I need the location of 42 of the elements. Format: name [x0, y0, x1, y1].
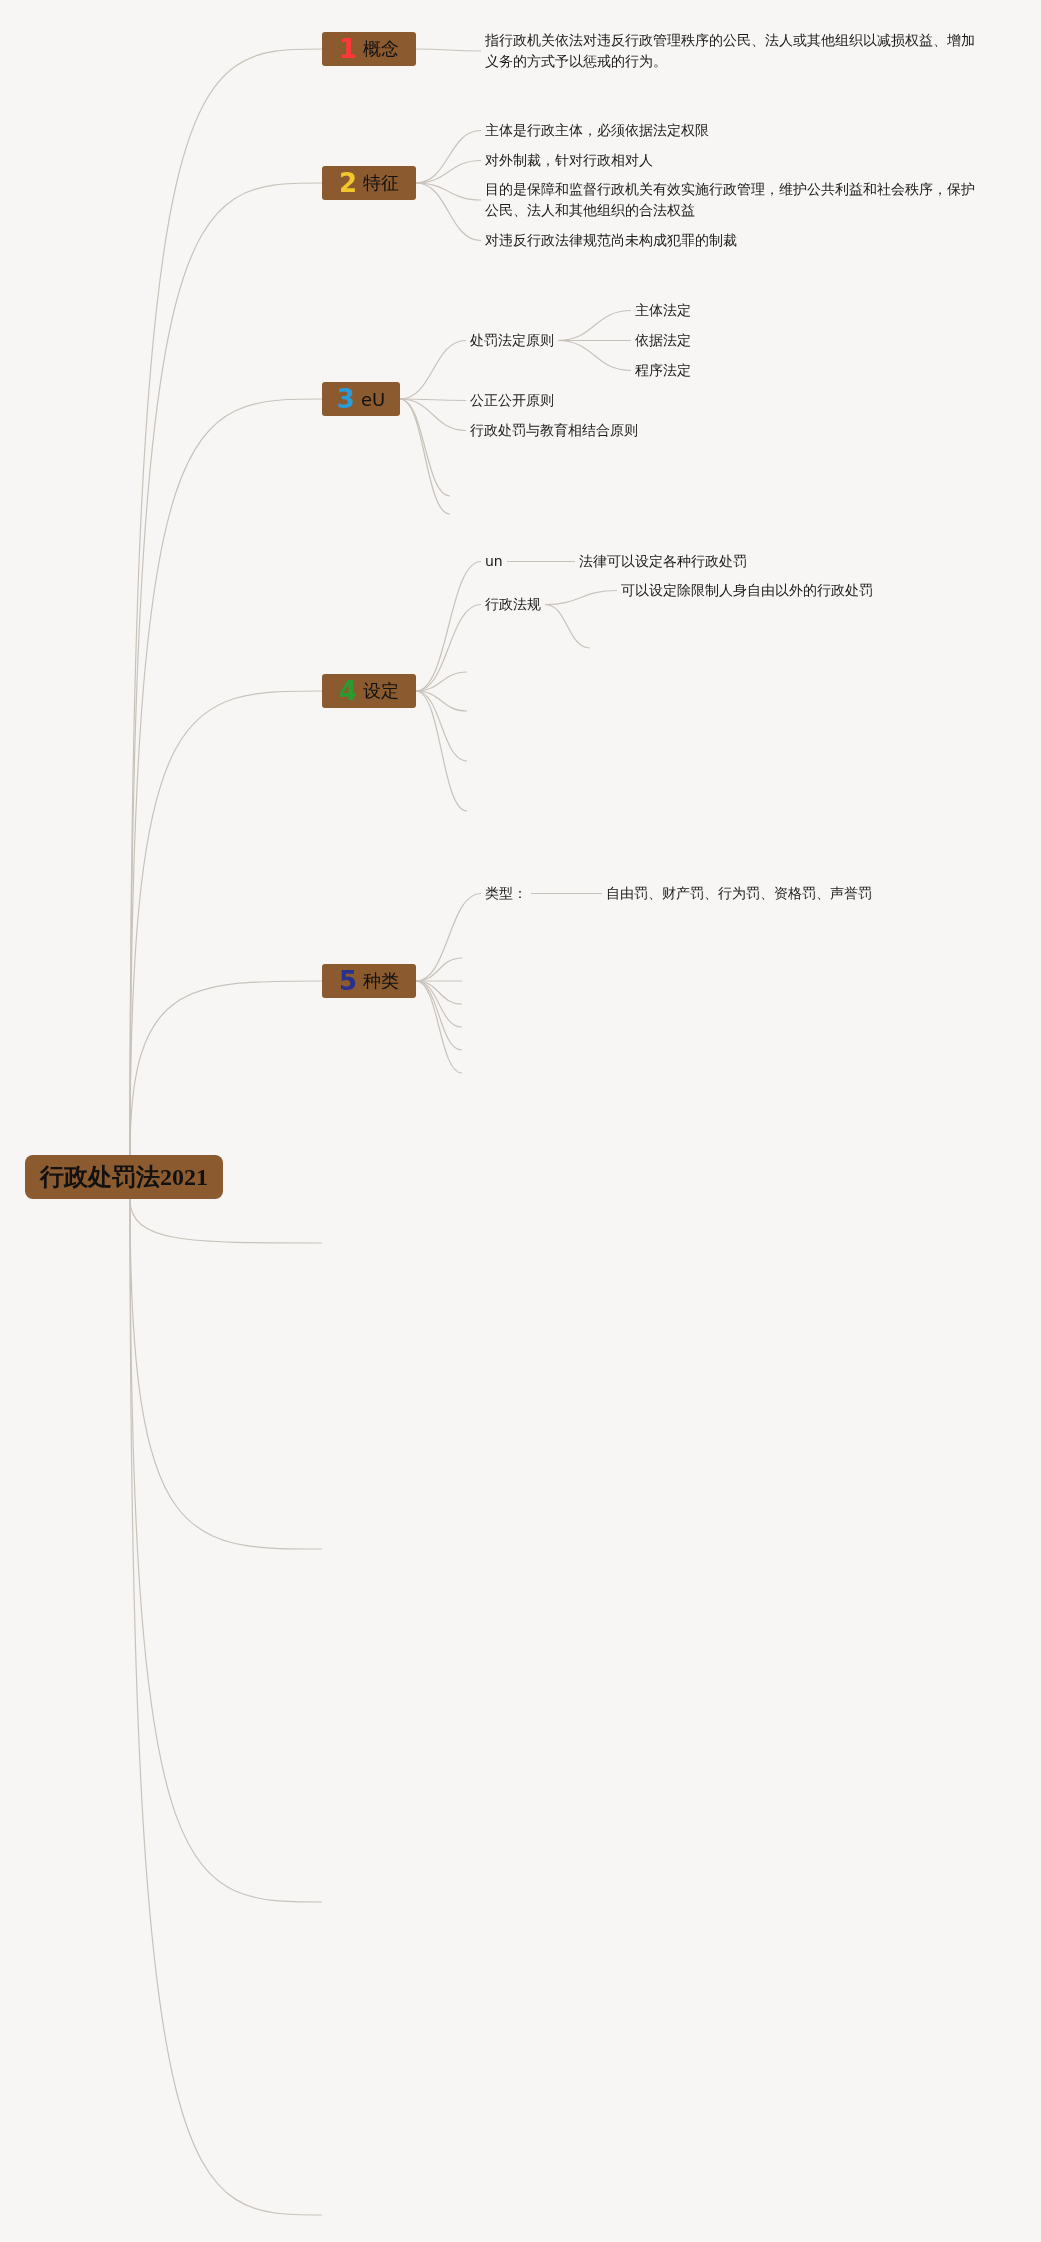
branch-text: 类型：	[481, 882, 531, 904]
branch-line	[129, 980, 323, 1156]
topic-box	[322, 32, 416, 66]
branch-line	[557, 339, 632, 372]
topic-box	[322, 674, 416, 708]
branch-text: 程序法定	[631, 359, 695, 381]
branch-text: 主体法定	[631, 299, 695, 321]
topic-title: 种类	[363, 969, 400, 993]
topic-title: 特征	[363, 171, 400, 195]
topic-title: 设定	[363, 679, 400, 703]
branch-text: 行政处罚与教育相结合原则	[466, 419, 642, 441]
topic-number: 2	[338, 170, 358, 196]
branch-text: un	[481, 550, 507, 572]
branch-text: 依据法定	[631, 329, 695, 351]
branch-text: 法律可以设定各种行政处罚	[575, 550, 751, 572]
branch-text: 对违反行政法律规范尚未构成犯罪的制裁	[481, 229, 741, 251]
branch-text: 可以设定除限制人身自由以外的行政处罚	[617, 579, 877, 601]
branch-text: 目的是保障和监督行政机关有效实施行政管理，维护公共利益和社会秩序，保护公民、法人和其他组织的合法权益	[481, 179, 981, 221]
branch-text: 处罚法定原则	[466, 329, 558, 351]
root-topic: 行政处罚法2021	[25, 1155, 223, 1199]
branch-text: 对外制裁，针对行政相对人	[481, 149, 657, 171]
topic-title: eU	[360, 388, 386, 410]
topic-number: 5	[338, 968, 358, 994]
topic-number: 3	[336, 386, 355, 412]
topic-title: 概念	[363, 37, 400, 61]
branch-line	[415, 182, 482, 201]
branch-text: 自由罚、财产罚、行为罚、资格罚、声誉罚	[602, 882, 876, 904]
branch-line	[415, 980, 463, 1074]
branch-line	[506, 560, 576, 563]
branch-text: 行政法规	[481, 593, 545, 615]
branch-text: 公正公开原则	[466, 389, 558, 411]
topic-number: 1	[338, 36, 358, 62]
topic-box	[322, 964, 416, 998]
branch-text: 主体是行政主体，必须依据法定权限	[481, 119, 713, 141]
branch-text: 指行政机关依法对违反行政管理秩序的公民、法人或其他组织以减损权益、增加义务的方式予以惩戒的行为。	[481, 30, 981, 72]
branch-line	[530, 892, 603, 895]
topic-number: 4	[338, 678, 358, 704]
branch-line	[544, 603, 591, 649]
branch-line	[415, 182, 482, 242]
topic-box	[322, 166, 416, 200]
topic-box	[322, 382, 400, 416]
branch-line	[415, 48, 482, 52]
